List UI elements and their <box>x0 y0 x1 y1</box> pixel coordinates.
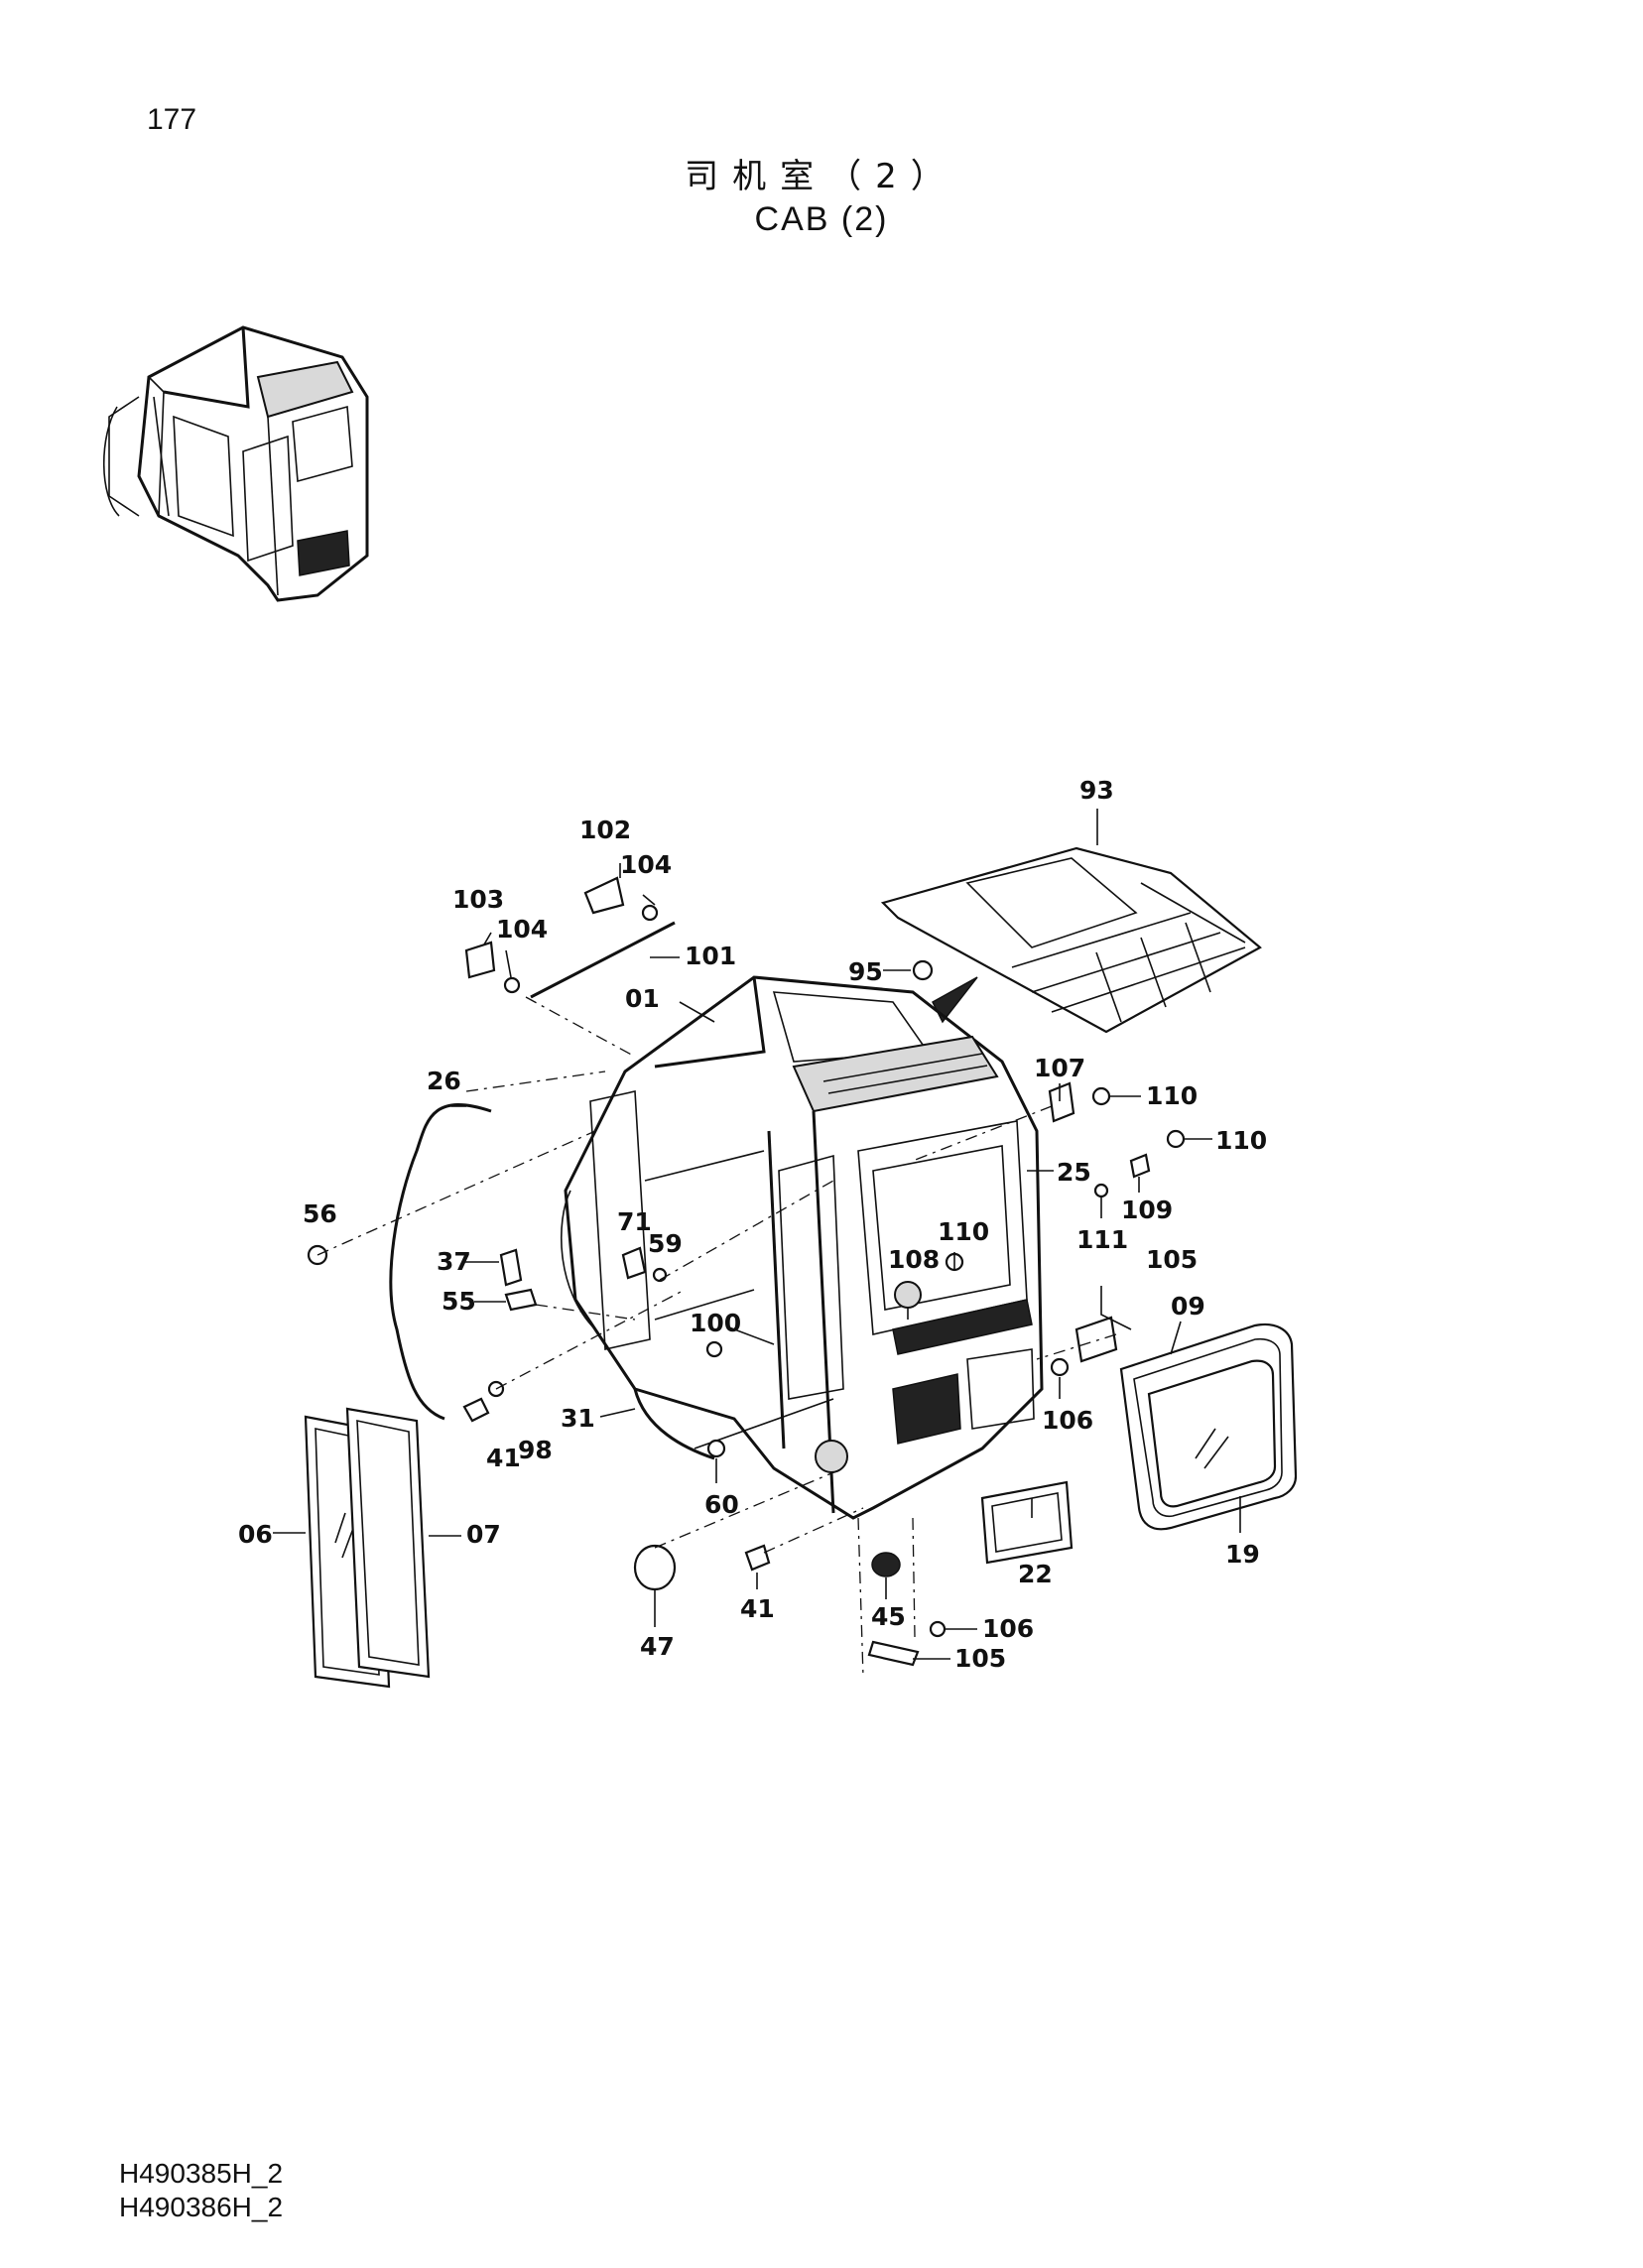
callout-110-c: 110 <box>938 1217 989 1246</box>
callout-01: 01 <box>625 984 660 1013</box>
window-glass-parts <box>304 1323 1298 1689</box>
callout-110-b: 110 <box>1215 1126 1267 1155</box>
leader-lines <box>273 809 1241 1678</box>
callout-107: 107 <box>1034 1054 1085 1082</box>
callout-60: 60 <box>704 1490 739 1519</box>
callout-106-lower: 106 <box>982 1614 1034 1643</box>
callout-110-a: 110 <box>1146 1081 1198 1110</box>
callout-95: 95 <box>848 957 883 986</box>
callout-37: 37 <box>437 1247 471 1276</box>
callout-71: 71 <box>617 1207 652 1236</box>
callout-09: 09 <box>1171 1292 1205 1321</box>
callout-06: 06 <box>238 1520 273 1549</box>
callout-31: 31 <box>561 1404 595 1433</box>
cab-frame-part-01 <box>560 975 1044 1520</box>
callout-105-lower: 105 <box>954 1644 1006 1673</box>
callout-93: 93 <box>1079 776 1114 805</box>
callout-56: 56 <box>303 1199 337 1228</box>
callout-101: 101 <box>685 942 736 970</box>
callout-108: 108 <box>888 1245 940 1274</box>
callout-22: 22 <box>1018 1560 1053 1588</box>
callout-104-top: 104 <box>620 850 672 879</box>
callout-26: 26 <box>427 1067 461 1095</box>
callout-41-lower: 41 <box>740 1594 775 1623</box>
callout-103: 103 <box>452 885 504 914</box>
page-title-english: CAB (2) <box>754 200 889 238</box>
callout-45: 45 <box>871 1602 906 1631</box>
callout-102: 102 <box>579 816 631 844</box>
callout-labels: 93 95 102 104 103 104 101 01 26 56 37 55… <box>238 776 1267 1673</box>
callout-47: 47 <box>640 1632 675 1661</box>
callout-105-upper: 105 <box>1146 1245 1198 1274</box>
callout-98: 98 <box>518 1436 553 1464</box>
callout-25: 25 <box>1057 1158 1091 1187</box>
callout-100: 100 <box>690 1309 741 1337</box>
callout-07: 07 <box>466 1520 501 1549</box>
page-number: 177 <box>147 103 197 136</box>
callout-106-upper: 106 <box>1042 1406 1093 1435</box>
callout-59: 59 <box>648 1229 683 1258</box>
callout-104: 104 <box>496 915 548 944</box>
callout-111: 111 <box>1076 1225 1128 1254</box>
page-title-chinese: 司机室（2） <box>685 157 958 196</box>
callout-109: 109 <box>1121 1196 1173 1224</box>
callout-41-left: 41 <box>486 1444 521 1472</box>
callout-19: 19 <box>1225 1540 1260 1569</box>
cab-thumbnail <box>102 325 369 602</box>
roof-cover-part-93 <box>880 846 1262 1034</box>
document-code: H490386H_2 <box>119 2192 284 2222</box>
hardware-parts <box>307 876 1186 1667</box>
document-code: H490385H_2 <box>119 2158 284 2189</box>
callout-55: 55 <box>442 1287 476 1316</box>
